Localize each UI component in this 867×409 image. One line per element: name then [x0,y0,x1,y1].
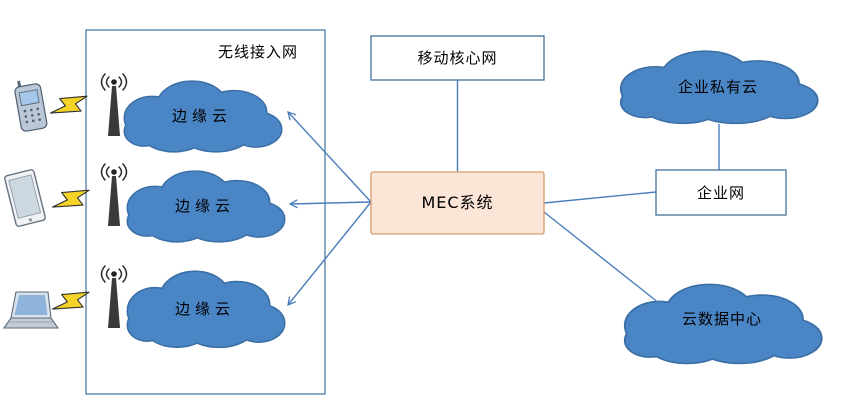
edge-cloud-label: 边缘云 [172,107,232,125]
antenna-icon [100,163,128,227]
edge-cloud-label: 边缘云 [175,197,235,215]
lightning-icon [48,279,95,324]
datacenter-cloud-label: 云数据中心 [682,310,762,328]
enterprise-private-cloud-label: 企业私有云 [678,78,758,96]
connector-mec-to-enterprise-network [543,191,657,204]
enterprise-network-label: 企业网 [697,184,745,202]
antenna-icon [100,73,128,137]
mec-box [370,171,545,235]
antenna-icon [100,265,128,329]
lightning-icon [48,177,95,222]
lightning-icon [46,83,93,128]
mobile-core-box [370,35,545,81]
laptop-icon [2,291,60,329]
connector-mec-to-edge-cloud-2 [288,199,372,209]
wireless-access-label: 无线接入网 [218,43,298,61]
connector-mec-to-datacenter [543,211,665,308]
connector-mec-to-edge-cloud-3 [287,201,372,307]
wireless-access-box [85,29,326,395]
phone-icon [14,80,48,132]
mobile-core-label: 移动核心网 [417,49,497,67]
tablet-icon [4,169,46,227]
mec-label: MEC系统 [421,193,493,212]
enterprise-network-box [655,169,787,216]
connector-mec-to-edge-cloud-1 [287,110,372,203]
edge-cloud-label: 边缘云 [175,300,235,318]
